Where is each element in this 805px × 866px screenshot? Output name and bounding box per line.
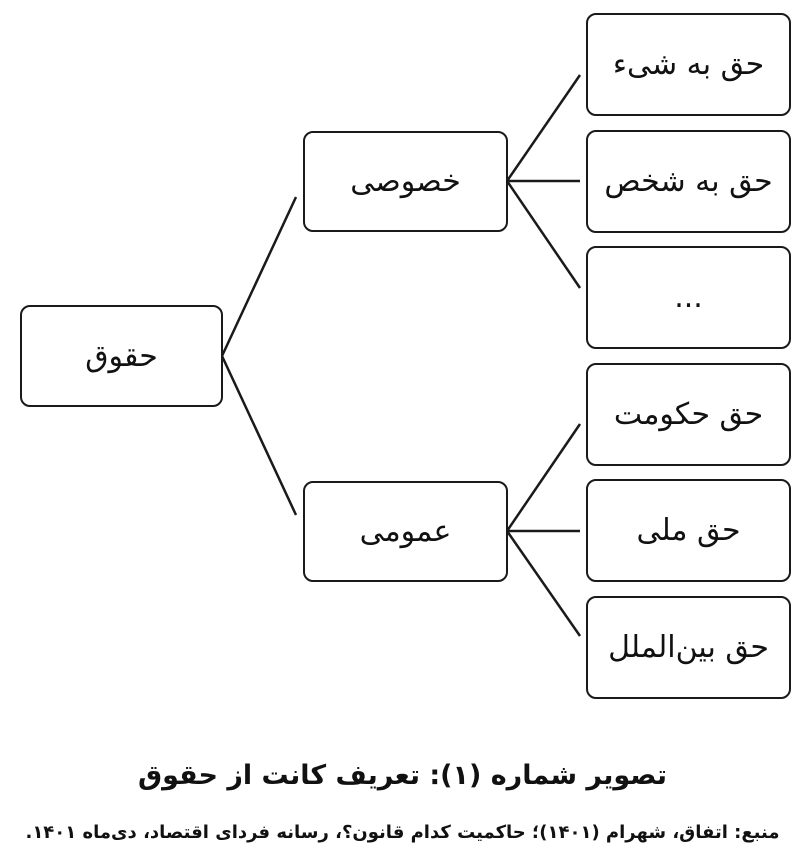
leaf-node-label: حق به شخص	[604, 164, 773, 199]
root-node: حقوق	[20, 305, 223, 407]
figure-caption-title: تصویر شماره (۱): تعریف کانت از حقوق	[137, 760, 668, 791]
leaf-node-label: حق حکومت	[613, 397, 764, 432]
leaf-node-label: حق بین‌الملل	[608, 630, 769, 665]
leaf-node: حق حکومت	[586, 363, 791, 466]
branch-node-label: عمومی	[359, 514, 452, 549]
root-node-label: حقوق	[85, 338, 158, 374]
leaf-node-label: ...	[674, 280, 703, 315]
connector-root-public	[220, 355, 298, 516]
leaf-node-label: حق ملی	[636, 513, 741, 548]
connector-public-child-1	[505, 423, 582, 532]
connector-lines	[220, 74, 582, 637]
tree-diagram: حقوق خصوصی عمومی حق به شیء حق به شخص ...…	[20, 13, 791, 699]
connector-private-child-1	[505, 74, 582, 182]
figure-caption-source: منبع: اتفاق، شهرام (۱۴۰۱)؛ حاکمیت کدام ق…	[25, 822, 780, 843]
leaf-node: حق به شیء	[586, 13, 791, 116]
connector-public-child-3	[505, 530, 582, 637]
leaf-node: حق به شخص	[586, 130, 791, 233]
branch-node-private: خصوصی	[303, 131, 508, 232]
branch-node-label: خصوصی	[350, 164, 461, 199]
leaf-node-label: حق به شیء	[612, 47, 765, 82]
leaf-node: حق ملی	[586, 479, 791, 582]
connector-private-child-3	[505, 180, 582, 289]
leaf-node: حق بین‌الملل	[586, 596, 791, 699]
leaf-node: ...	[586, 246, 791, 349]
connector-root-private	[220, 196, 298, 357]
branch-node-public: عمومی	[303, 481, 508, 582]
